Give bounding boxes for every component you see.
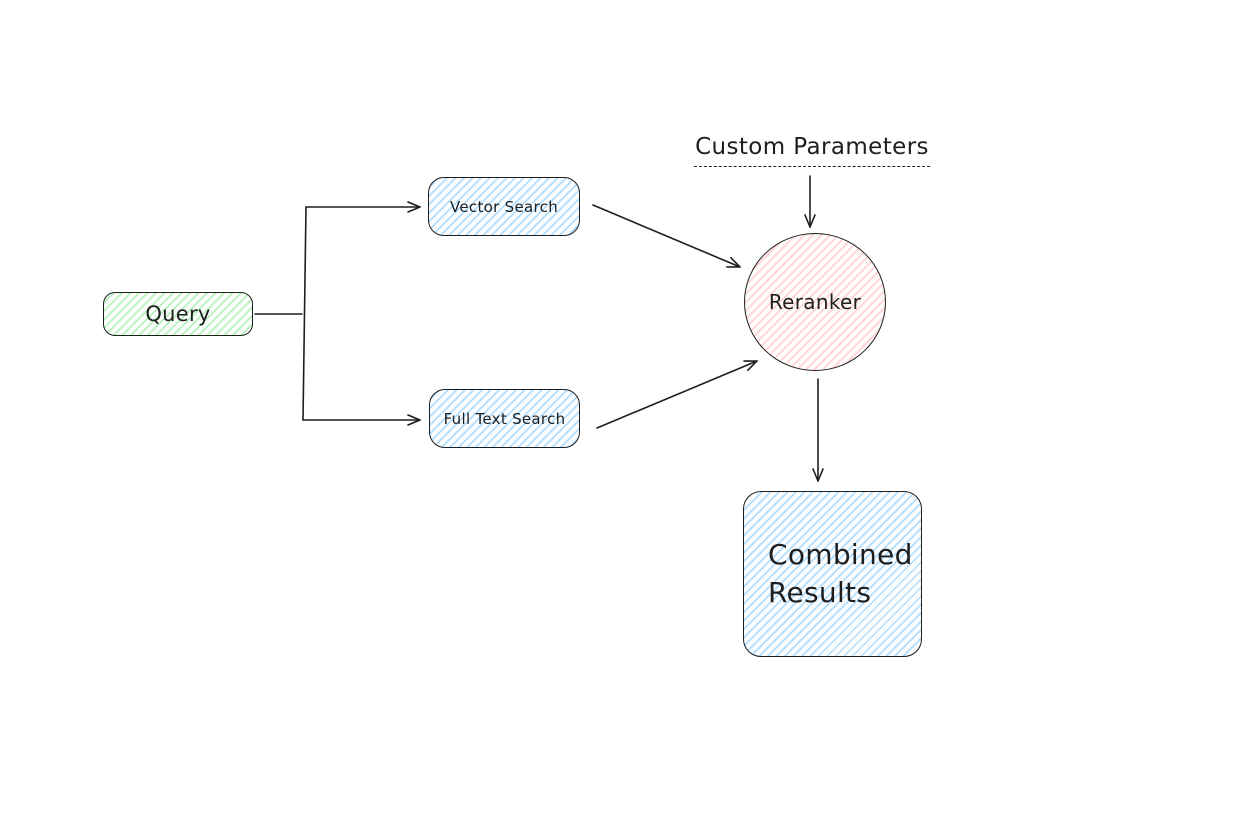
- label-custom-parameters: Custom Parameters: [694, 134, 930, 167]
- custom-parameters-text: Custom Parameters: [695, 134, 929, 160]
- node-full-text-search: Full Text Search: [429, 389, 580, 448]
- node-vector-search-label: Vector Search: [450, 197, 558, 216]
- node-query-label: Query: [145, 302, 211, 326]
- node-reranker-label: Reranker: [768, 290, 862, 314]
- edge-vector-search-to-reranker: [592, 204, 741, 268]
- node-query: Query: [103, 292, 253, 336]
- edge-branch-trunk: [302, 206, 307, 421]
- node-reranker: Reranker: [744, 233, 886, 371]
- node-combined-results: Combined Results: [743, 491, 922, 657]
- edge-full-text-search-to-reranker: [596, 360, 758, 429]
- node-full-text-search-label: Full Text Search: [443, 409, 566, 428]
- node-vector-search: Vector Search: [428, 177, 580, 236]
- node-combined-results-label: Combined Results: [768, 538, 913, 609]
